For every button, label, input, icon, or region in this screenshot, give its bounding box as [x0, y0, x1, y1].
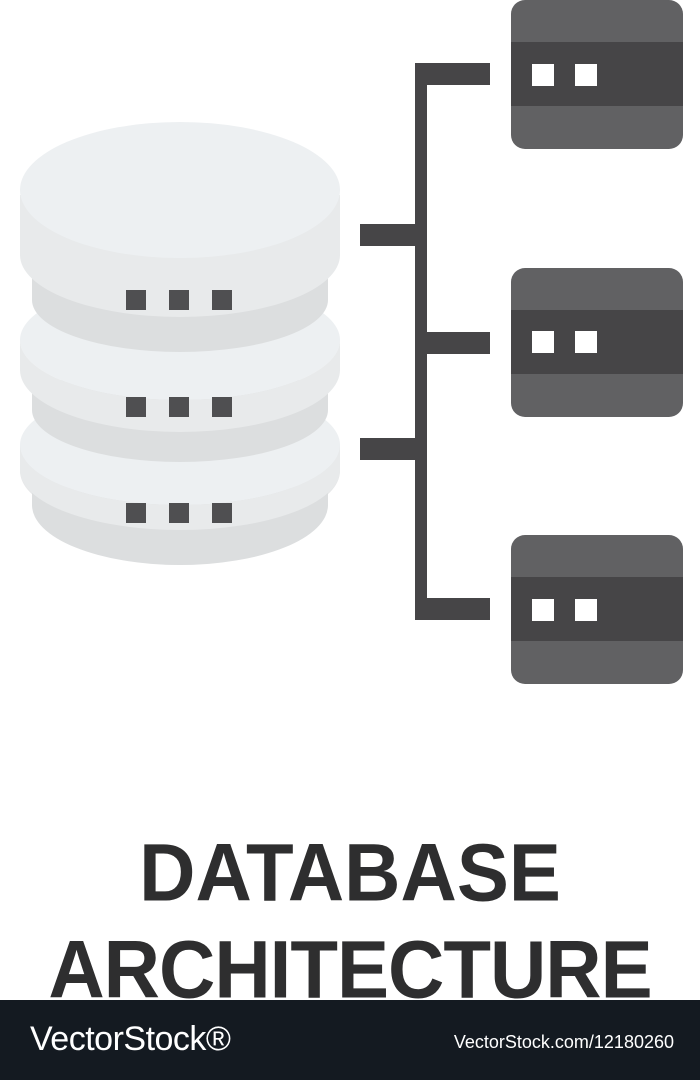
footer-brand: VectorStock®: [30, 1020, 231, 1058]
footer-image-id: VectorStock.com/12180260: [453, 1032, 674, 1052]
server-block-icon: [511, 535, 683, 684]
connector-branch-bottom: [415, 598, 490, 620]
db-dot: [169, 290, 189, 310]
connector-input-lower: [360, 438, 420, 460]
database-disk-top: [20, 122, 340, 352]
connector-branch-top: [415, 63, 490, 85]
server-led: [532, 599, 554, 621]
db-dot: [212, 290, 232, 310]
server-led: [532, 331, 554, 353]
server-block-icon: [511, 268, 683, 417]
db-dot: [169, 397, 189, 417]
network-tree-icon: [360, 63, 490, 620]
database-architecture-illustration: [20, 0, 683, 684]
db-dot: [212, 397, 232, 417]
server-led: [575, 64, 597, 86]
db-dot: [126, 397, 146, 417]
db-dot: [126, 503, 146, 523]
server-block-icon: [511, 0, 683, 149]
database-stack-icon: [20, 122, 340, 565]
connector-branch-middle: [415, 332, 490, 354]
db-dot: [212, 503, 232, 523]
server-led: [575, 599, 597, 621]
connector-input-upper: [360, 224, 420, 246]
title-line-2: ARCHITECTURE: [48, 922, 652, 1016]
db-dot: [126, 290, 146, 310]
footer-bar: VectorStock® VectorStock.com/12180260: [0, 1000, 700, 1080]
db-dot: [169, 503, 189, 523]
server-led: [575, 331, 597, 353]
server-led: [532, 64, 554, 86]
title-line-1: DATABASE: [139, 825, 561, 919]
